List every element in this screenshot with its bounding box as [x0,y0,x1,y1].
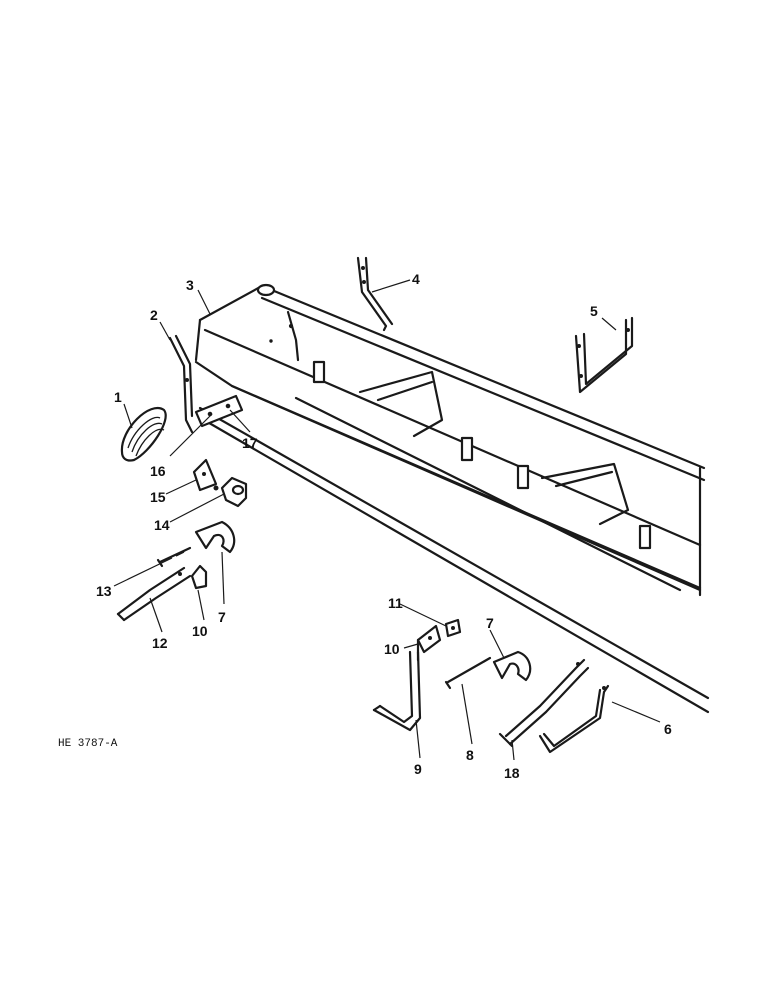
strap-6-part [538,684,610,754]
bolt-13-part [156,546,192,568]
block-14-part [213,476,248,508]
callout-3: 3 [186,277,194,293]
hopper-frame [194,283,710,714]
callouts: 1 2 3 4 5 6 7 7 8 9 10 10 11 12 13 14 15… [96,271,672,781]
callout-10-left: 10 [192,623,208,639]
u-bracket-part [574,316,634,394]
callout-7-right: 7 [486,615,494,631]
callout-9: 9 [414,761,422,777]
callout-7-left: 7 [218,609,226,625]
clip-7-right-part [492,650,532,682]
figure-id: HE 3787-A [58,738,118,750]
callout-11: 11 [388,595,403,611]
callout-13: 13 [96,583,112,599]
callout-16: 16 [150,463,166,479]
callout-5: 5 [590,303,598,319]
callout-17: 17 [242,435,258,451]
callout-10-right: 10 [384,641,400,657]
callout-8: 8 [466,747,474,763]
plate-11-part [444,618,462,638]
rod-part [168,334,194,434]
bent-strap-part [356,256,394,332]
oval-cover-part [120,407,167,462]
callout-15: 15 [150,489,166,505]
strap-18-part [498,658,590,748]
bracket-10-right-part [416,624,442,662]
callout-1: 1 [114,389,122,405]
callout-18: 18 [504,765,520,781]
callout-14: 14 [154,517,170,533]
callout-2: 2 [150,307,158,323]
clip-10-left-part [190,564,208,590]
clip-7-left-part [194,520,236,554]
callout-12: 12 [152,635,168,651]
rod-8-part [444,656,492,690]
bracket-15-part [192,458,218,492]
handle-12-part [116,566,192,622]
callout-4: 4 [412,271,420,287]
leader-lines [113,279,661,761]
callout-6: 6 [664,721,672,737]
lever-9-part [372,650,422,732]
